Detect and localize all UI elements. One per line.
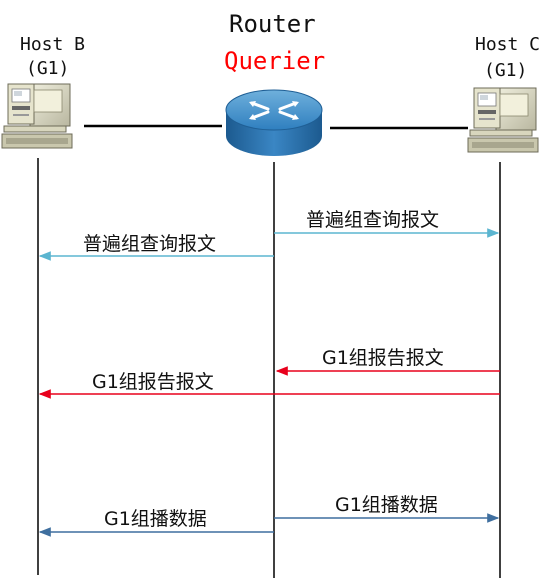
host-c-computer-icon xyxy=(467,87,539,153)
message-label: G1组播数据 xyxy=(104,508,207,530)
host-b-computer-icon xyxy=(1,83,73,149)
host-c-name: Host C xyxy=(475,34,541,55)
router-role: Querier xyxy=(224,47,326,75)
host-b-name: Host B xyxy=(20,34,86,55)
message-label: 普遍组查询报文 xyxy=(306,209,440,231)
router-icon xyxy=(225,89,323,156)
router-name: Router xyxy=(229,10,316,38)
message-label: G1组播数据 xyxy=(335,494,438,516)
host-c-group: (G1) xyxy=(484,60,528,81)
message-label: G1组报告报文 xyxy=(92,371,214,393)
message-label: G1组报告报文 xyxy=(322,347,444,369)
message-label: 普遍组查询报文 xyxy=(83,233,217,255)
host-b-group: (G1) xyxy=(26,58,70,79)
